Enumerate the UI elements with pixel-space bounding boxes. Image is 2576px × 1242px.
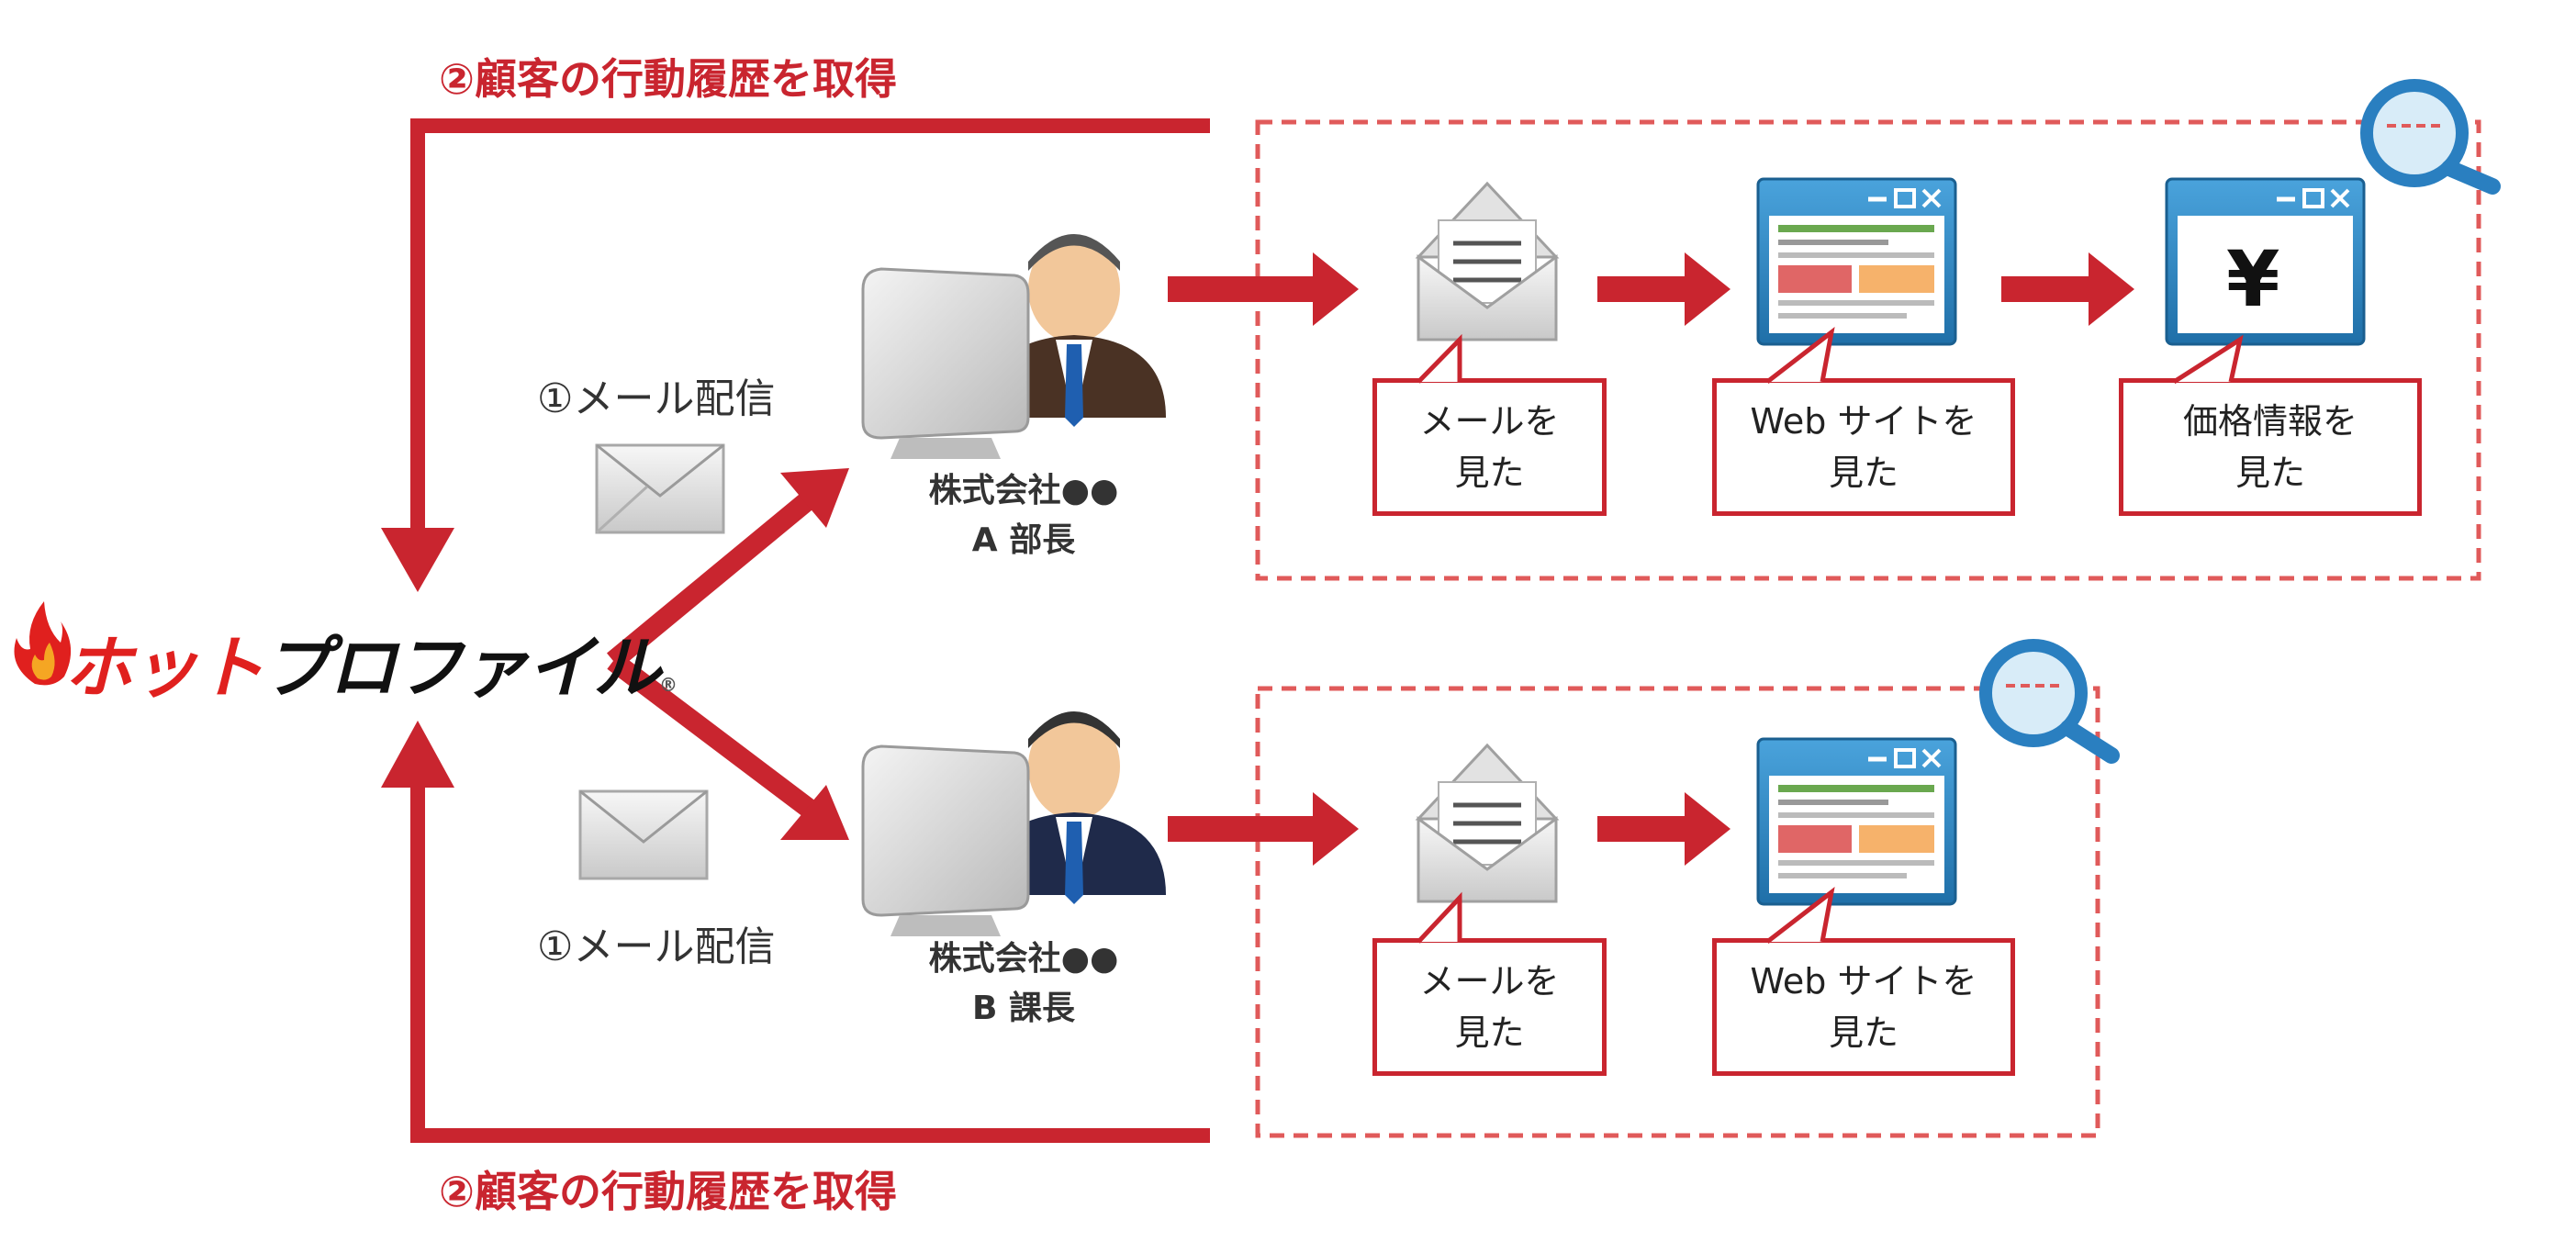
logo-profile-text: プロファイル (263, 629, 661, 708)
bottom-feedback-arrowhead (381, 721, 454, 788)
bottom-feedback-line (410, 780, 1210, 1143)
caption-tail (1765, 327, 1835, 384)
arrow-to-person-a (606, 468, 849, 669)
caption-tail (2172, 334, 2244, 385)
person-b-computer-icon (861, 711, 1166, 936)
mail-delivery-label-top: ①メール配信 (537, 375, 776, 422)
caption-line: 見た (1454, 1013, 1525, 1053)
caption-line: 見た (1454, 453, 1525, 493)
caption-web-viewed-b: Web サイトを 見た (1712, 938, 2015, 1076)
flame-icon (14, 601, 72, 686)
website-window-icon (1756, 177, 1957, 346)
caption-line: メールを (1419, 401, 1560, 442)
history-label-bottom: ②顧客の行動履歴を取得 (439, 1167, 897, 1216)
website-window-icon (1756, 737, 1957, 906)
caption-web-viewed-a: Web サイトを 見た (1712, 378, 2015, 516)
top-feedback-arrowhead (381, 528, 454, 592)
caption-line: メールを (1419, 961, 1560, 1001)
caption-mail-viewed-b: メールを 見た (1372, 938, 1607, 1076)
person-b-title: B 課長 (972, 990, 1075, 1027)
price-window-icon (2165, 177, 2366, 346)
caption-tail (1417, 333, 1462, 384)
caption-price-viewed-a: 価格情報を 見た (2119, 378, 2422, 516)
person-a-label: 株式会社●● A 部長 (913, 466, 1134, 565)
caption-line: Web サイトを (1750, 961, 1977, 1001)
caption-line: 見た (1828, 1013, 1898, 1053)
person-b-company: 株式会社●● (928, 940, 1119, 978)
hot-profile-logo: ホットプロファイル® (64, 613, 678, 711)
caption-line: 見た (2234, 453, 2305, 493)
envelope-icon (578, 789, 709, 880)
magnifier-icon (1979, 639, 2120, 764)
arrow-person-a-to-mail (1168, 252, 1359, 326)
mail-delivery-label-bottom: ①メール配信 (537, 923, 776, 970)
caption-mail-viewed-a: メールを 見た (1372, 378, 1607, 516)
arrow-mail-to-web-a (1597, 252, 1730, 326)
magnifier-icon (2360, 79, 2501, 195)
person-a-computer-icon (861, 234, 1166, 459)
yen-symbol: ¥ (2226, 234, 2280, 324)
logo-registered-mark: ® (659, 674, 678, 696)
person-a-title: A 部長 (971, 521, 1076, 559)
caption-tail (1765, 887, 1835, 944)
top-feedback-line (410, 118, 1210, 542)
arrow-to-person-b (607, 653, 849, 840)
caption-line: 見た (1828, 453, 1898, 493)
arrow-web-to-price (2001, 252, 2134, 326)
person-a-company: 株式会社●● (928, 472, 1119, 509)
caption-line: 価格情報を (2182, 401, 2358, 442)
history-label-top: ②顧客の行動履歴を取得 (439, 54, 897, 104)
arrow-person-b-to-mail (1168, 792, 1359, 866)
arrow-mail-to-web-b (1597, 792, 1730, 866)
action-box-b (1255, 686, 2100, 1138)
logo-hot-text: ホット (64, 629, 264, 708)
caption-tail (1417, 891, 1462, 944)
person-b-label: 株式会社●● B 課長 (913, 934, 1134, 1034)
caption-line: Web サイトを (1750, 401, 1977, 442)
open-mail-icon (1415, 743, 1560, 903)
open-mail-icon (1415, 181, 1560, 341)
envelope-icon (595, 443, 725, 534)
action-box-a (1255, 119, 2481, 581)
